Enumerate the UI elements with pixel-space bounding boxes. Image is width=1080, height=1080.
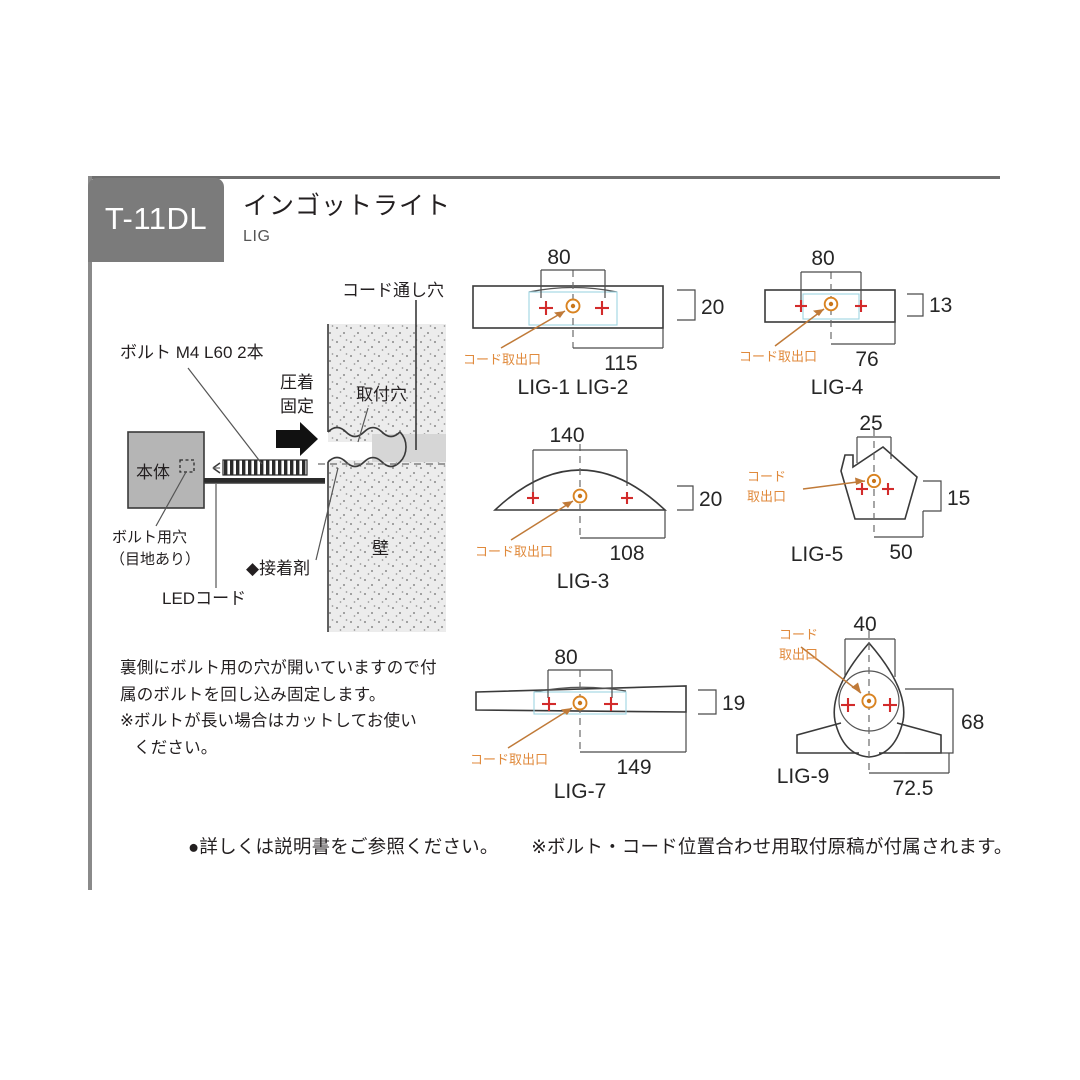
cord-outlet-label-lig7: コード取出口: [470, 752, 548, 767]
footer-right: ※ボルト・コード位置合わせ用取付原稿が付属されます。: [531, 836, 1013, 857]
dim-bottom-lig12: 115: [604, 352, 637, 375]
dim-top-lig9: 40: [853, 613, 876, 636]
dim-side-lig9: 68: [961, 711, 984, 734]
label-bolt-hole: ボルト用穴: [112, 529, 187, 546]
cord-outlet-label-lig12: コード取出口: [463, 352, 541, 367]
note-line-1: 裏側にボルト用の穴が開いていますので付: [120, 659, 437, 677]
cord-outlet-label-lig5-line2: 取出口: [747, 489, 786, 504]
dim-side-lig4: 13: [929, 294, 952, 317]
cord-outlet-label-lig9-line1: コード: [779, 627, 818, 642]
title-block: インゴットライト LIG: [243, 192, 451, 246]
cord-outlet-label-lig9-line2: 取出口: [779, 647, 818, 662]
page-title: インゴットライト: [243, 192, 452, 220]
product-name-lig12: LIG-1 LIG-2: [518, 376, 629, 399]
dim-side-lig7: 19: [722, 692, 745, 715]
product-code: T-11DL: [104, 201, 208, 236]
dim-top-lig7: 80: [554, 646, 577, 669]
dim-top-lig3: 140: [549, 424, 584, 447]
dim-bottom-lig7: 149: [616, 756, 651, 779]
top-rule: [88, 176, 1000, 179]
dim-top-lig12: 80: [547, 246, 570, 269]
cord-outlet-label-lig4: コード取出口: [739, 349, 817, 364]
product-lig4: 80 76 13 コード取出口 LIG-4: [735, 247, 1000, 399]
product-name-lig4: LIG-4: [811, 376, 864, 399]
label-body: 本体: [136, 463, 170, 482]
dim-top-lig5: 25: [859, 412, 882, 435]
installation-note: 裏側にボルト用の穴が開いていますので付 属のボルトを回し込み固定します。 ※ボル…: [120, 655, 460, 762]
product-name-lig5: LIG-5: [791, 543, 844, 566]
note-line-4: ください。: [134, 739, 218, 758]
product-lig5: 25 50 15 コード 取出口 LIG-5: [745, 412, 1010, 580]
label-bolt: ボルト M4 L60 2本: [120, 343, 264, 362]
note-line-2: 属のボルトを回し込み固定します。: [120, 685, 386, 704]
label-adhesive: ◆接着剤: [246, 559, 310, 578]
installation-diagram: コード通し穴 取付穴 壁 本体 ボルト M4 L60 2本 ボルト用穴: [110, 281, 455, 632]
dim-side-lig5: 15: [947, 487, 970, 510]
product-lig3: 140 108 20 コード取出口 LIG-3: [475, 418, 755, 593]
product-name-lig7: LIG-7: [554, 780, 607, 803]
dim-bottom-lig5: 50: [889, 541, 912, 564]
product-lig7: 80 149 19 コード取出口 LIG-7: [462, 646, 762, 803]
label-press-fix-line2: 固定: [280, 397, 314, 416]
product-lig12: 80 115 20 コード取出口 LIG-1 LIG-2: [455, 246, 755, 399]
dim-top-lig4: 80: [811, 247, 834, 270]
footer-left: ●詳しくは説明書をご参照ください。: [188, 836, 499, 857]
dim-bottom-lig3: 108: [609, 542, 644, 565]
label-bolt-hole-sub: （目地あり）: [110, 551, 200, 568]
product-lig9: 40 72.5 68 コード 取出口 LIG-9: [755, 605, 1020, 805]
dim-side-lig3: 20: [699, 488, 722, 511]
footer-note: ●詳しくは説明書をご参照ください。 ※ボルト・コード位置合わせ用取付原稿が付属さ…: [188, 833, 1013, 859]
left-rule: [88, 176, 92, 890]
label-led-cord: LEDコード: [162, 589, 246, 608]
note-line-3: ※ボルトが長い場合はカットしてお使い: [120, 712, 417, 731]
dim-bottom-lig9: 72.5: [893, 777, 934, 800]
dim-bottom-lig4: 76: [855, 348, 878, 371]
product-name-lig3: LIG-3: [557, 570, 610, 593]
cord-outlet-label-lig3: コード取出口: [475, 544, 553, 559]
label-wall: 壁: [372, 539, 389, 558]
product-name-lig9: LIG-9: [777, 765, 830, 788]
dim-side-lig12: 20: [701, 296, 724, 319]
label-mount-hole: 取付穴: [356, 385, 407, 404]
label-cord-through-hole: コード通し穴: [342, 281, 444, 300]
bolt-hole-marker: [539, 301, 609, 315]
label-press-fix-line1: 圧着: [280, 373, 314, 392]
page-subtitle: LIG: [243, 227, 271, 245]
product-code-tab: T-11DL: [88, 178, 224, 262]
cord-outlet-label-lig5-line1: コード: [747, 469, 786, 484]
